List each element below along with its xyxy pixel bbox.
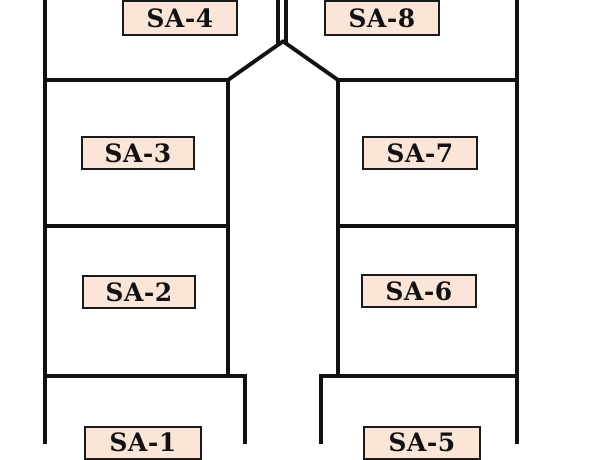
room-label-sa-2: SA-2 <box>82 275 196 309</box>
corridor-funnel-right <box>281 39 341 83</box>
room-label-sa-3: SA-3 <box>81 136 195 170</box>
room-label-sa-5: SA-5 <box>363 426 481 460</box>
room-label-sa-7: SA-7 <box>362 136 478 170</box>
corridor-funnel-left <box>225 39 285 83</box>
room-label-sa-1: SA-1 <box>84 426 202 460</box>
room-label-sa-4: SA-4 <box>122 0 238 36</box>
room-label-sa-6: SA-6 <box>361 274 477 308</box>
floor-plan-diagram <box>43 0 519 444</box>
room-label-sa-8: SA-8 <box>324 0 440 36</box>
